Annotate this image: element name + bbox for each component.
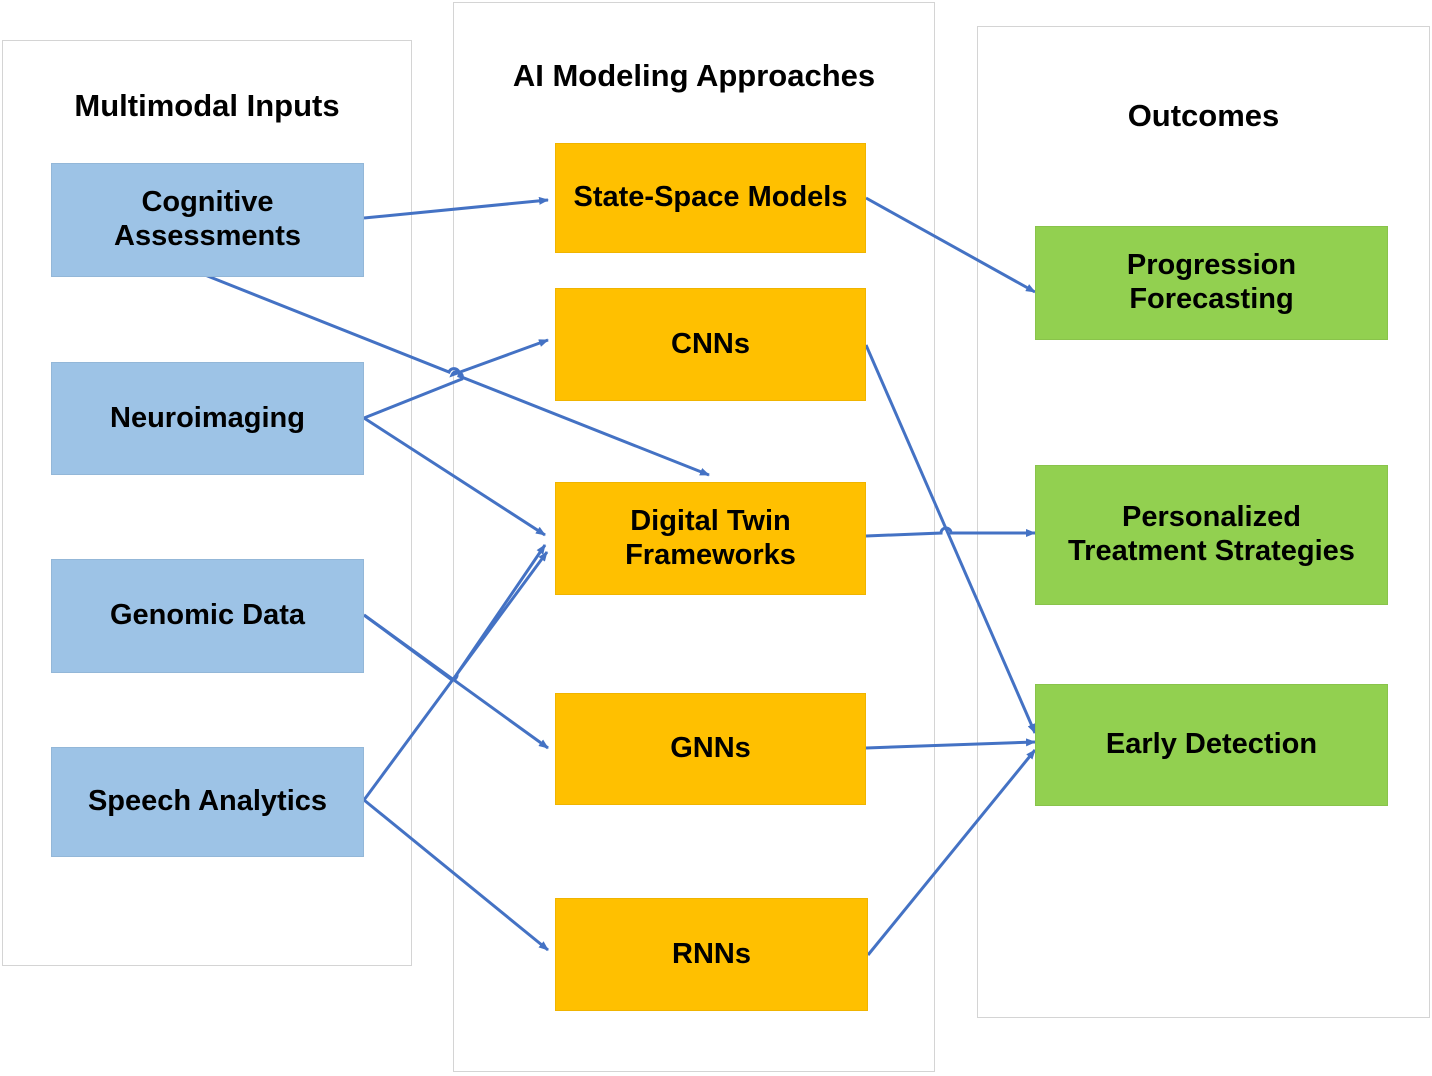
node-speech-analytics[interactable]: Speech Analytics (51, 747, 364, 857)
panel-title-multimodal-inputs: Multimodal Inputs (74, 88, 340, 123)
node-cnns[interactable]: CNNs (555, 288, 866, 401)
panel-title-outcomes: Outcomes (1127, 98, 1280, 133)
node-label: Personalized Treatment Strategies (1068, 501, 1355, 567)
node-progression-forecasting[interactable]: Progression Forecasting (1035, 226, 1388, 340)
node-rnns[interactable]: RNNs (555, 898, 868, 1011)
panel-title-ai-modeling-approaches: AI Modeling Approaches (512, 58, 876, 93)
node-neuroimaging[interactable]: Neuroimaging (51, 362, 364, 475)
node-gnns[interactable]: GNNs (555, 693, 866, 805)
node-digital-twin-frameworks[interactable]: Digital Twin Frameworks (555, 482, 866, 595)
node-label: Progression Forecasting (1126, 249, 1297, 315)
node-early-detection[interactable]: Early Detection (1035, 684, 1388, 806)
node-label: Early Detection (1105, 728, 1318, 761)
node-genomic-data[interactable]: Genomic Data (51, 559, 364, 673)
node-label: RNNs (672, 937, 751, 970)
node-label: State-Space Models (573, 181, 848, 214)
node-label: GNNs (670, 732, 751, 765)
node-label: Genomic Data (110, 599, 305, 632)
node-state-space-models[interactable]: State-Space Models (555, 143, 866, 253)
node-label: Cognitive Assessments (114, 186, 301, 252)
node-cognitive-assessments[interactable]: Cognitive Assessments (51, 163, 364, 277)
node-label: Neuroimaging (110, 401, 305, 434)
node-personalized-treatment-strategies[interactable]: Personalized Treatment Strategies (1035, 465, 1388, 605)
node-label: CNNs (671, 327, 750, 360)
node-label: Digital Twin Frameworks (625, 504, 796, 571)
node-label: Speech Analytics (87, 785, 328, 818)
